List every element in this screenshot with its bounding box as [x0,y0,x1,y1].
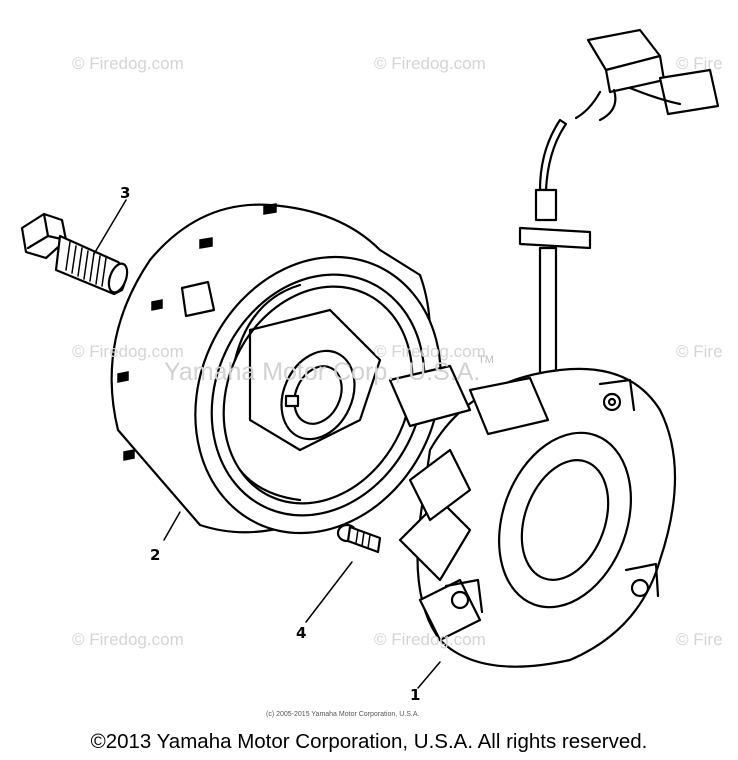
callout-number-2: 2 [150,546,161,564]
watermark-firedog: © Firedog.com [72,342,184,361]
flywheel-part-2 [110,203,442,535]
watermark-firedog: © Firedog.com [374,342,486,361]
center-watermark: Yamaha Motor Corp., U.S.A. [164,358,481,386]
footer-copyright: ©2013 Yamaha Motor Corporation, U.S.A. A… [90,730,648,753]
watermark-firedog: © Firedog.com [374,630,486,649]
watermark-firedog: © Firedog.com [72,630,184,649]
screw-part-4 [336,523,382,554]
leader-line-4 [305,561,353,623]
callout-number-1: 1 [410,686,421,704]
small-copyright: (c) 2005-2015 Yamaha Motor Corporation, … [266,711,420,718]
trademark-mark: TM [478,354,494,366]
watermark-firedog: © Firedog.com [374,54,486,73]
callout-number-3: 3 [120,184,131,202]
callout-number-4: 4 [296,624,307,642]
leader-line-1 [417,661,441,689]
leader-line-3 [93,199,127,255]
watermark-firedog: © Firedog.com [72,54,184,73]
bolt-part-3 [20,212,129,296]
watermark-firedog: © Fire [676,54,723,73]
watermark-firedog: © Fire [676,630,723,649]
leader-line-2 [163,511,181,541]
watermark-firedog: © Fire [676,342,723,361]
stator-part-1 [388,28,720,668]
